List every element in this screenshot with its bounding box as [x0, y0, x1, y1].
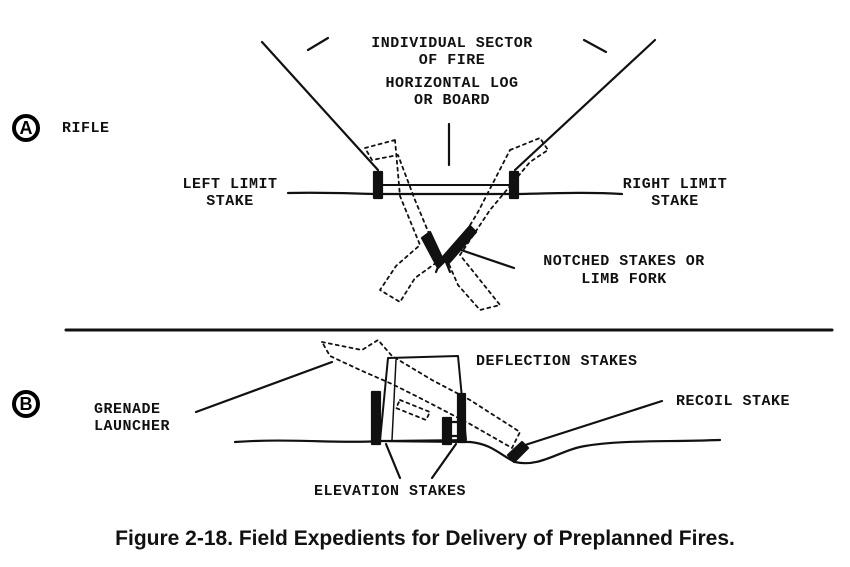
sector-label-line-1: INDIVIDUAL SECTOR	[371, 35, 533, 52]
panel-a-rifles	[364, 137, 549, 311]
recoil-stake-label: RECOIL STAKE	[676, 393, 791, 410]
elevation-pointer-left	[384, 442, 402, 480]
right-limit-label-line-2: STAKE	[651, 193, 699, 210]
notched-stakes-label-line-2: LIMB FORK	[581, 271, 667, 288]
deflection-stakes-label: DEFLECTION STAKES	[476, 353, 638, 370]
notched-pointer	[459, 248, 516, 270]
panel-a-marker: A	[12, 114, 40, 142]
notched-stake-right	[440, 224, 478, 266]
right-sector-line	[513, 38, 657, 172]
elevation-pointer-right	[430, 442, 458, 480]
notched-stakes-label-line-1: NOTCHED STAKES OR	[543, 253, 705, 270]
panel-b-marker: B	[12, 390, 40, 418]
elevation-stakes-label: ELEVATION STAKES	[314, 483, 467, 500]
panel-b-ground	[233, 438, 722, 465]
left-limit-label-line-1: LEFT LIMIT	[182, 176, 278, 193]
grenade-launcher-label-line-1: GRENADE	[94, 401, 161, 418]
sector-label-line-2: OF FIRE	[418, 52, 486, 69]
panel-b-launcher	[321, 339, 521, 449]
rifle-label: RIFLE	[62, 120, 110, 137]
launcher-pointer	[194, 360, 334, 414]
deflection-board	[379, 355, 467, 442]
right-limit-label-line-1: RIGHT LIMIT	[622, 176, 728, 193]
log-label-line-2: OR BOARD	[413, 92, 490, 109]
notched-stake-left	[420, 230, 446, 270]
left-sector-line	[260, 40, 380, 172]
sector-tick-right	[582, 38, 608, 54]
deflection-stake-left	[370, 390, 382, 446]
sector-tick-left	[306, 36, 330, 52]
grenade-launcher-label-line-2: LAUNCHER	[94, 418, 171, 435]
figure-caption: Figure 2-18. Field Expedients for Delive…	[115, 527, 735, 550]
left-limit-stake	[372, 170, 384, 200]
left-limit-label-line-2: STAKE	[206, 193, 254, 210]
elevation-stake	[441, 416, 453, 446]
recoil-stake	[506, 440, 530, 464]
recoil-pointer	[520, 399, 664, 448]
panel-a-drawing	[260, 36, 657, 274]
log-label-line-1: HORIZONTAL LOG	[385, 75, 519, 92]
panel-a-ground	[286, 191, 624, 196]
